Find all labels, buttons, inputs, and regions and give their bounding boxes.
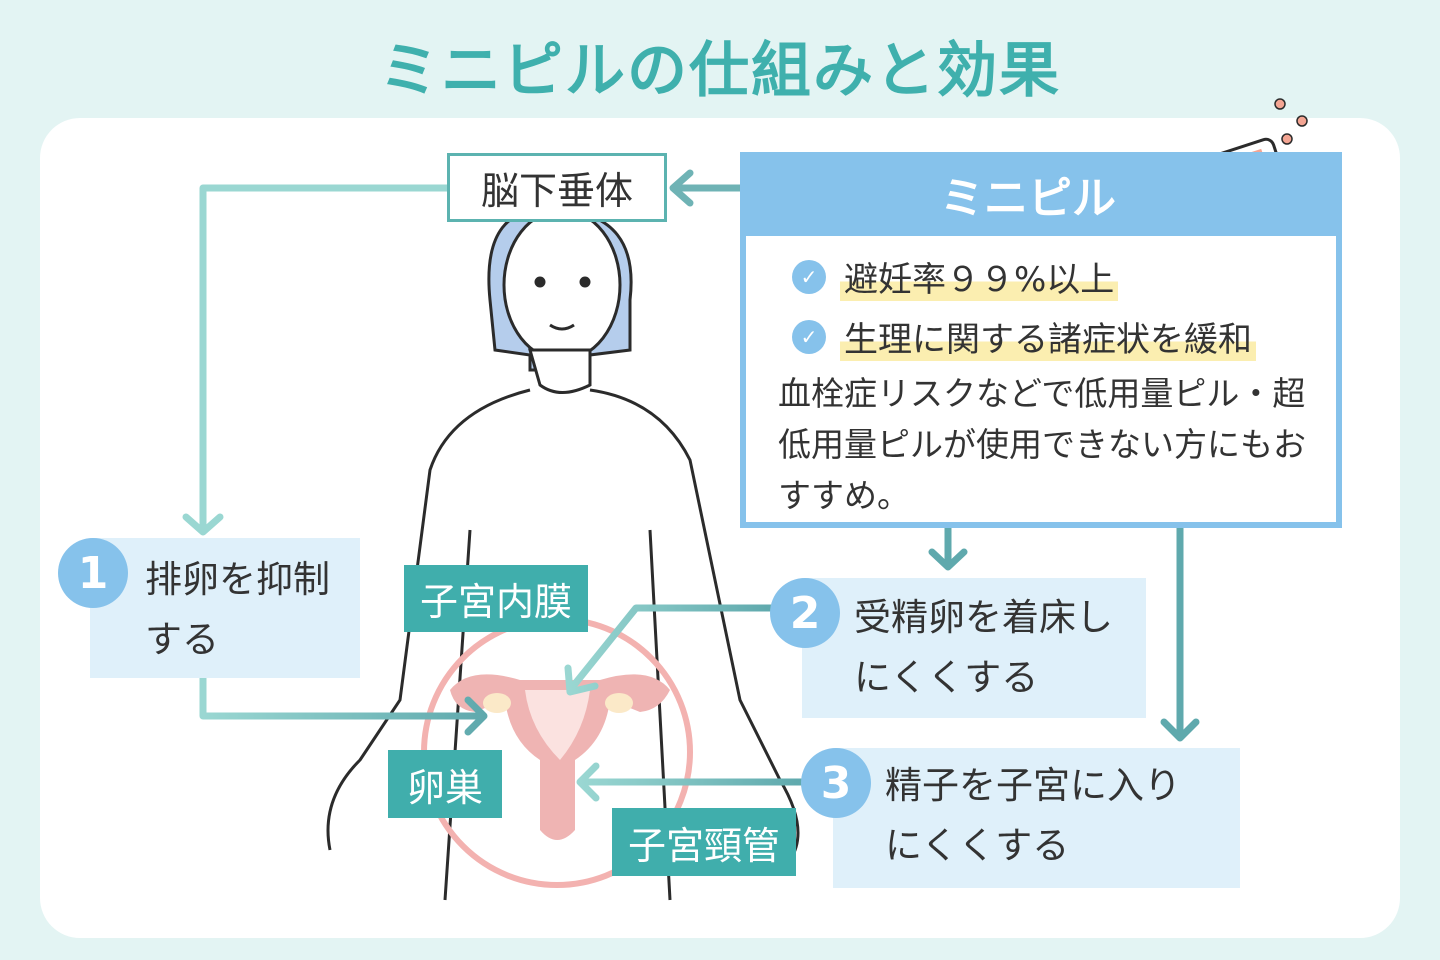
pituitary-box: 脳下垂体 [447, 153, 667, 222]
check-item: ✓生理に関する諸症状を緩和 [792, 312, 1256, 361]
check-item: ✓避妊率９９%以上 [792, 252, 1119, 301]
minipill-heading: ミニピル [940, 173, 1116, 224]
arrow-effect2-to-endometrium [564, 604, 776, 696]
label-endometrium: 子宮内膜 [404, 565, 588, 632]
check-icon: ✓ [792, 319, 826, 354]
minipill-panel: ミニピル ✓避妊率９９%以上 ✓生理に関する諸症状を緩和 血栓症リスクなどで低用… [740, 152, 1342, 528]
arrow-minipill-to-effect2 [928, 524, 968, 571]
minipill-body: ✓避妊率９９%以上 ✓生理に関する諸症状を緩和 血栓症リスクなどで低用量ピル・超… [746, 236, 1336, 522]
minipill-description: 血栓症リスクなどで低用量ピル・超低用量ピルが使用できない方にもおすすめ。 [778, 374, 1306, 515]
label-cervical-canal: 子宮頸管 [612, 808, 796, 876]
effect-number-2: 2 [770, 578, 840, 648]
effect-box-3: 精子を子宮に入りにくくする [833, 748, 1240, 888]
effect-number-1: 1 [58, 538, 128, 608]
label-ovary: 卵巣 [388, 750, 502, 818]
effect-box-1: 排卵を抑制する [90, 538, 360, 678]
effect-box-2: 受精卵を着床しにくくする [802, 578, 1146, 718]
effect-number-3: 3 [801, 748, 871, 818]
arrow-minipill-to-pituitary [669, 169, 744, 207]
uterus-icon [450, 674, 670, 840]
page-title: ミニピルの仕組みと効果 [379, 36, 1061, 106]
arrow-pituitary-to-ovulation [182, 184, 451, 536]
arrow-effect3-to-cervix [576, 762, 806, 802]
loose-pills-icon [1274, 98, 1308, 145]
arrow-minipill-to-effect3 [1160, 524, 1200, 742]
check-icon: ✓ [792, 259, 826, 294]
arrow-ovulation-to-ovary [199, 674, 488, 736]
